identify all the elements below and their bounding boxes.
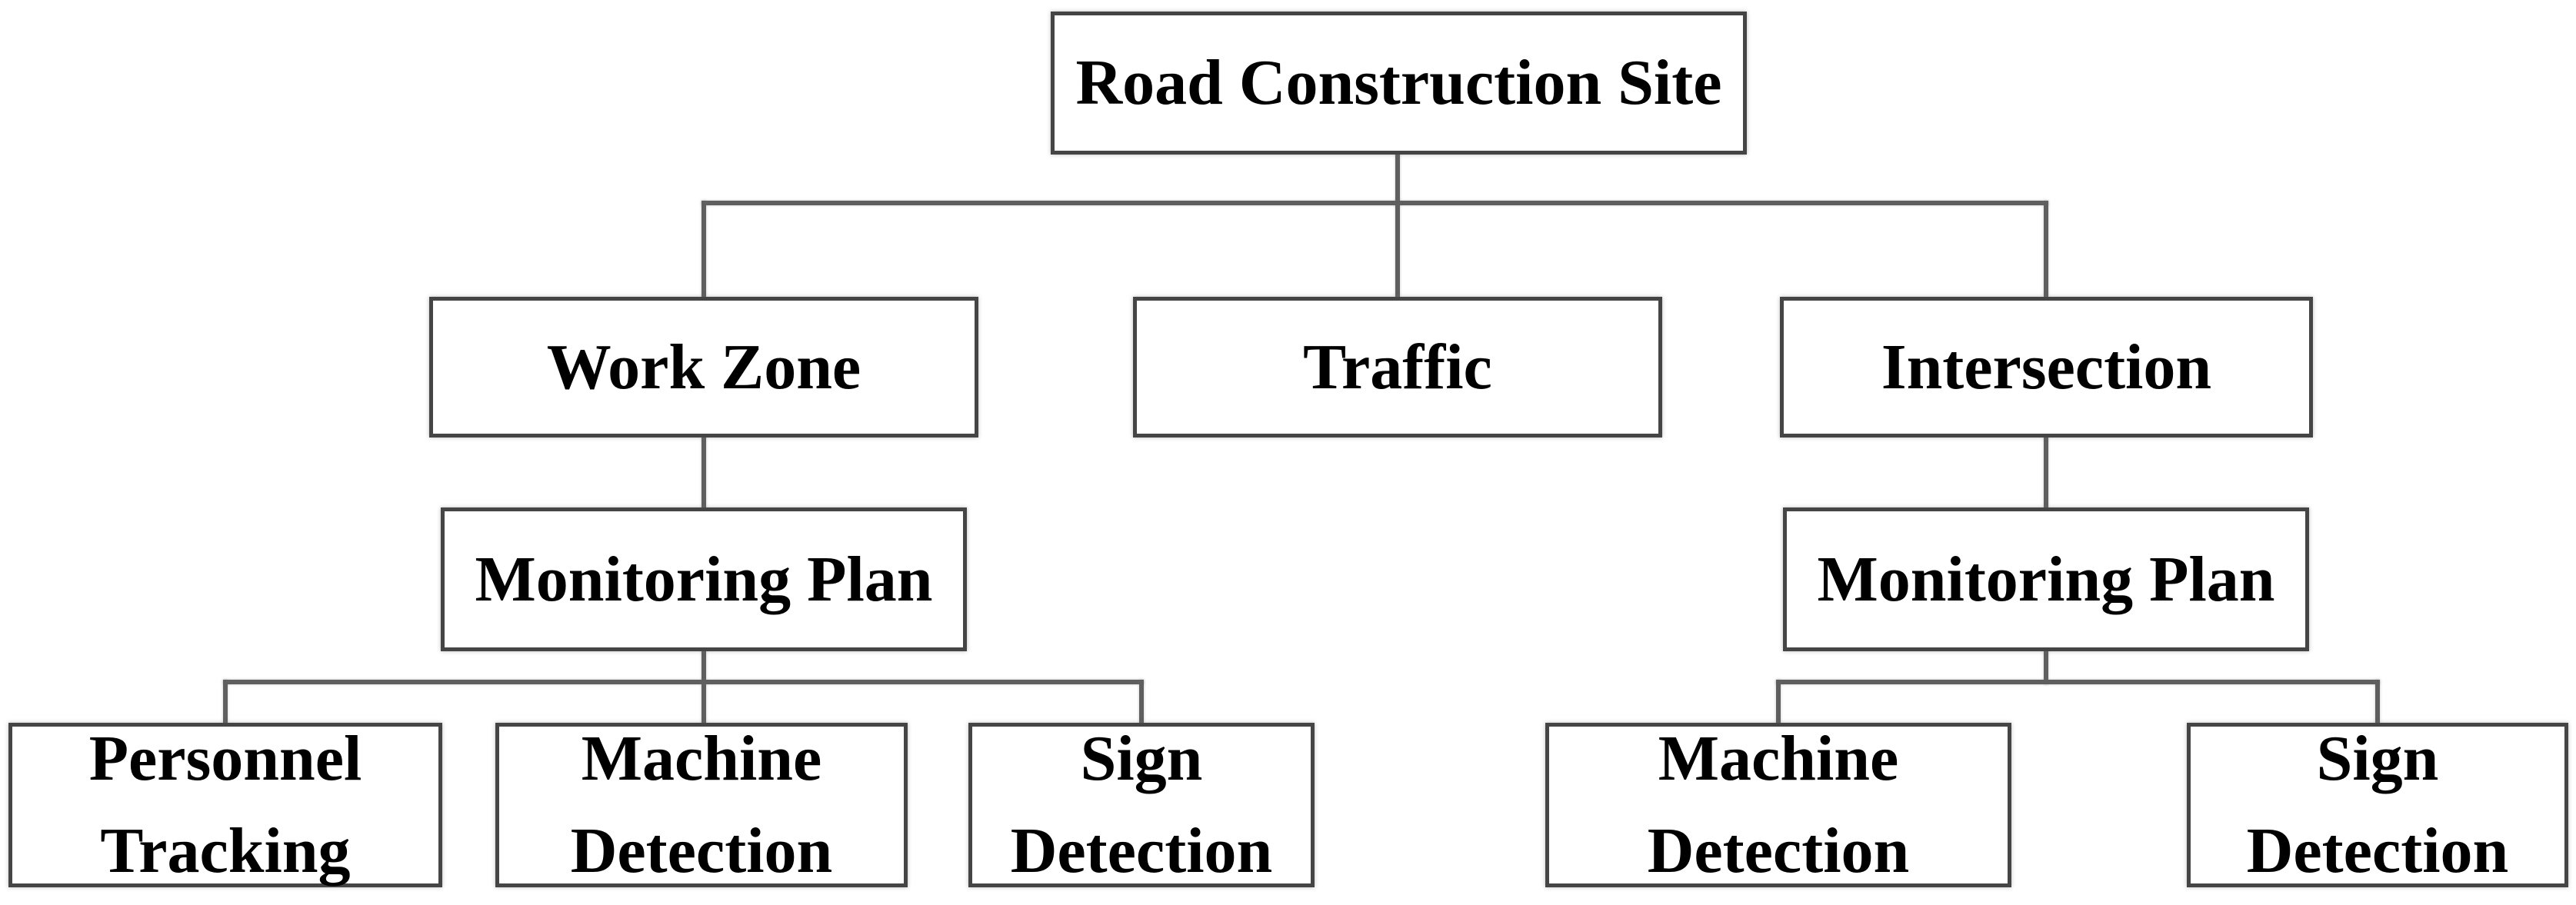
connector-drop-sign-detection-right	[2375, 680, 2380, 724]
connector-workzone-monitoringplan	[701, 436, 706, 509]
node-monitoring-plan-right: Monitoring Plan	[1783, 507, 2309, 651]
node-road-construction-site: Road Construction Site	[1051, 12, 1747, 155]
node-label-line1: Personnel	[88, 723, 362, 794]
connector-left-bus	[223, 680, 1144, 684]
connector-drop-sign-detection-left	[1139, 680, 1144, 724]
connector-root-stem	[1395, 153, 1400, 205]
node-traffic: Traffic	[1133, 297, 1662, 438]
node-label: Monitoring Plan	[475, 543, 933, 615]
connector-drop-intersection	[2044, 201, 2048, 297]
connector-row2-bus	[701, 201, 2048, 205]
node-label-line1: Sign	[1080, 723, 1203, 794]
node-machine-detection-right: Machine Detection	[1545, 723, 2011, 887]
node-label-line1: Machine	[581, 723, 822, 794]
node-label-line2: Detection	[1647, 815, 1910, 887]
node-label-line1: Sign	[2316, 723, 2439, 794]
node-sign-detection-right: Sign Detection	[2187, 723, 2568, 887]
node-label: Monitoring Plan	[1817, 543, 2275, 615]
connector-intersection-monitoringplan	[2044, 436, 2048, 509]
node-monitoring-plan-left: Monitoring Plan	[441, 507, 967, 651]
node-personnel-tracking: Personnel Tracking	[8, 723, 442, 887]
node-work-zone: Work Zone	[429, 297, 978, 438]
node-intersection: Intersection	[1780, 297, 2313, 438]
connector-drop-traffic	[1395, 201, 1400, 297]
node-label: Road Construction Site	[1075, 47, 1722, 118]
node-label-line2: Detection	[2246, 815, 2509, 887]
node-label-line2: Detection	[570, 815, 833, 887]
node-label-line1: Machine	[1658, 723, 1899, 794]
node-machine-detection-left: Machine Detection	[495, 723, 908, 887]
connector-drop-machine-detection-right	[1776, 680, 1781, 724]
connector-drop-work-zone	[701, 201, 706, 297]
node-label: Intersection	[1881, 331, 2212, 403]
node-label: Traffic	[1303, 331, 1492, 403]
connector-mp-left-stem	[701, 650, 706, 724]
node-label: Work Zone	[546, 331, 861, 403]
connector-mp-right-stem	[2044, 650, 2048, 684]
node-sign-detection-left: Sign Detection	[968, 723, 1315, 887]
node-label-line2: Tracking	[100, 815, 351, 887]
node-label-line2: Detection	[1010, 815, 1273, 887]
connector-drop-personnel-tracking	[223, 680, 228, 724]
connector-right-bus	[1776, 680, 2380, 684]
